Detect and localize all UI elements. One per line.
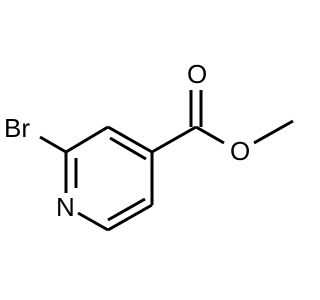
bond-ester-o-methyl: [253, 119, 294, 145]
bond-c2-c3: [65, 125, 109, 154]
bond-c5-c6-double: [107, 197, 146, 222]
nitrogen-atom-label: N: [56, 192, 75, 222]
carbonyl-oxygen-atom-label: O: [187, 59, 207, 89]
bond-c2-br: [39, 135, 67, 154]
bond-c6-n: [77, 211, 109, 232]
bond-c5-c6: [107, 203, 153, 232]
ester-oxygen-atom-label: O: [230, 136, 250, 166]
molecule-structure: Br N O O: [4, 59, 294, 232]
bond-c4-carbonyl: [151, 125, 197, 154]
bond-carbonyl-ester-o: [195, 125, 225, 145]
bromine-atom-label: Br: [4, 113, 30, 143]
bond-c3-c4-double: [109, 136, 147, 161]
bond-c3-c4: [107, 125, 153, 154]
